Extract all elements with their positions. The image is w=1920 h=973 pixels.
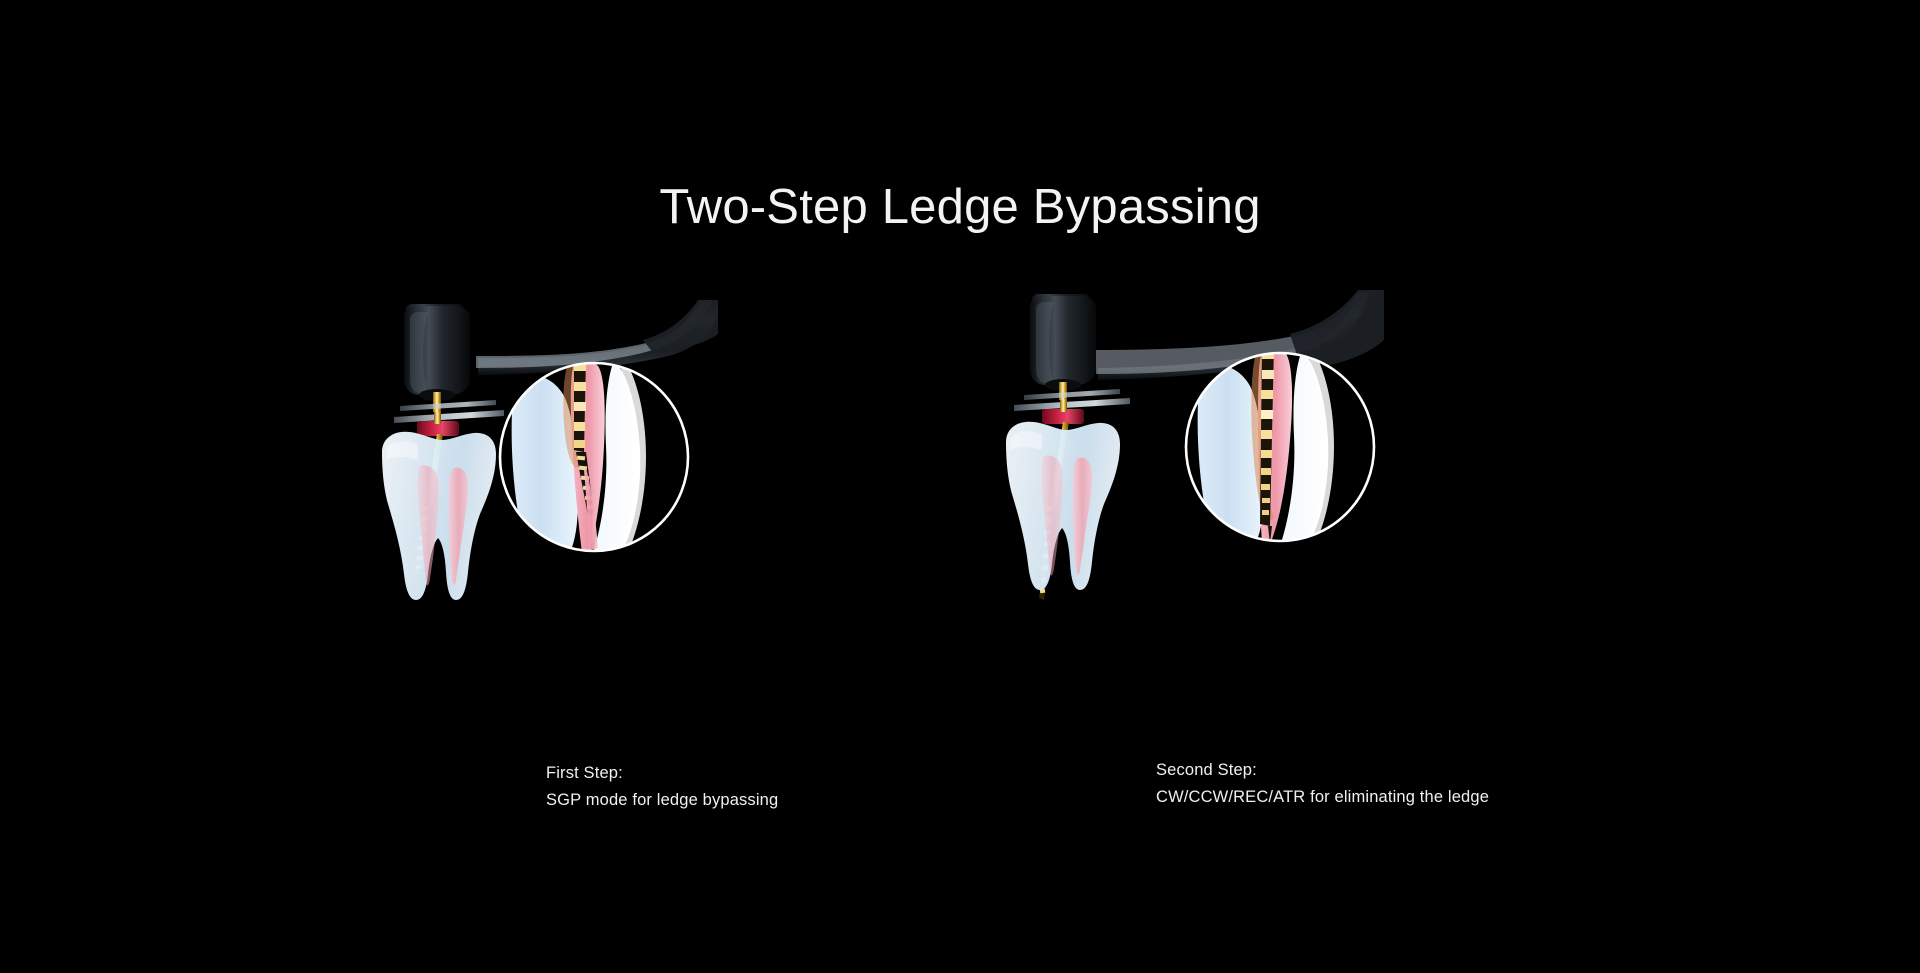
apex-locator-disc: [394, 410, 504, 423]
inset-ring: [498, 361, 690, 553]
handpiece-head: [404, 304, 470, 401]
panel-second-step: [1006, 290, 1740, 730]
molar-cross-section: [382, 431, 496, 600]
page-title: Two-Step Ledge Bypassing: [659, 180, 1261, 234]
caption-first-step: First Step: SGP mode for ledge bypassing: [546, 760, 778, 813]
inset-magnifier-second-step: [1184, 351, 1376, 543]
panel-first-step: [382, 300, 1118, 730]
rubber-stop: [1042, 409, 1084, 424]
caption-second-step-detail: CW/CCW/REC/ATR for eliminating the ledge: [1156, 787, 1490, 806]
caption-second-step: Second Step: CW/CCW/REC/ATR for eliminat…: [1156, 757, 1489, 810]
illustration-first-step: [382, 300, 718, 600]
molar-cross-section: [1006, 421, 1120, 590]
rubber-stop: [417, 421, 459, 436]
caption-first-step-detail: SGP mode for ledge bypassing: [546, 790, 779, 809]
illustration-second-step: [1006, 290, 1384, 600]
inset-magnifier-first-step: [498, 361, 690, 553]
handpiece-shaft: [476, 300, 718, 375]
caption-first-step-title: First Step:: [546, 764, 623, 782]
caption-second-step-title: Second Step:: [1156, 761, 1257, 779]
handpiece-head: [1030, 294, 1096, 391]
handpiece-shaft: [1096, 290, 1384, 380]
inset-ring: [1184, 351, 1376, 543]
apex-locator-disc: [1014, 398, 1130, 411]
inset-file-bands: [1261, 353, 1274, 515]
